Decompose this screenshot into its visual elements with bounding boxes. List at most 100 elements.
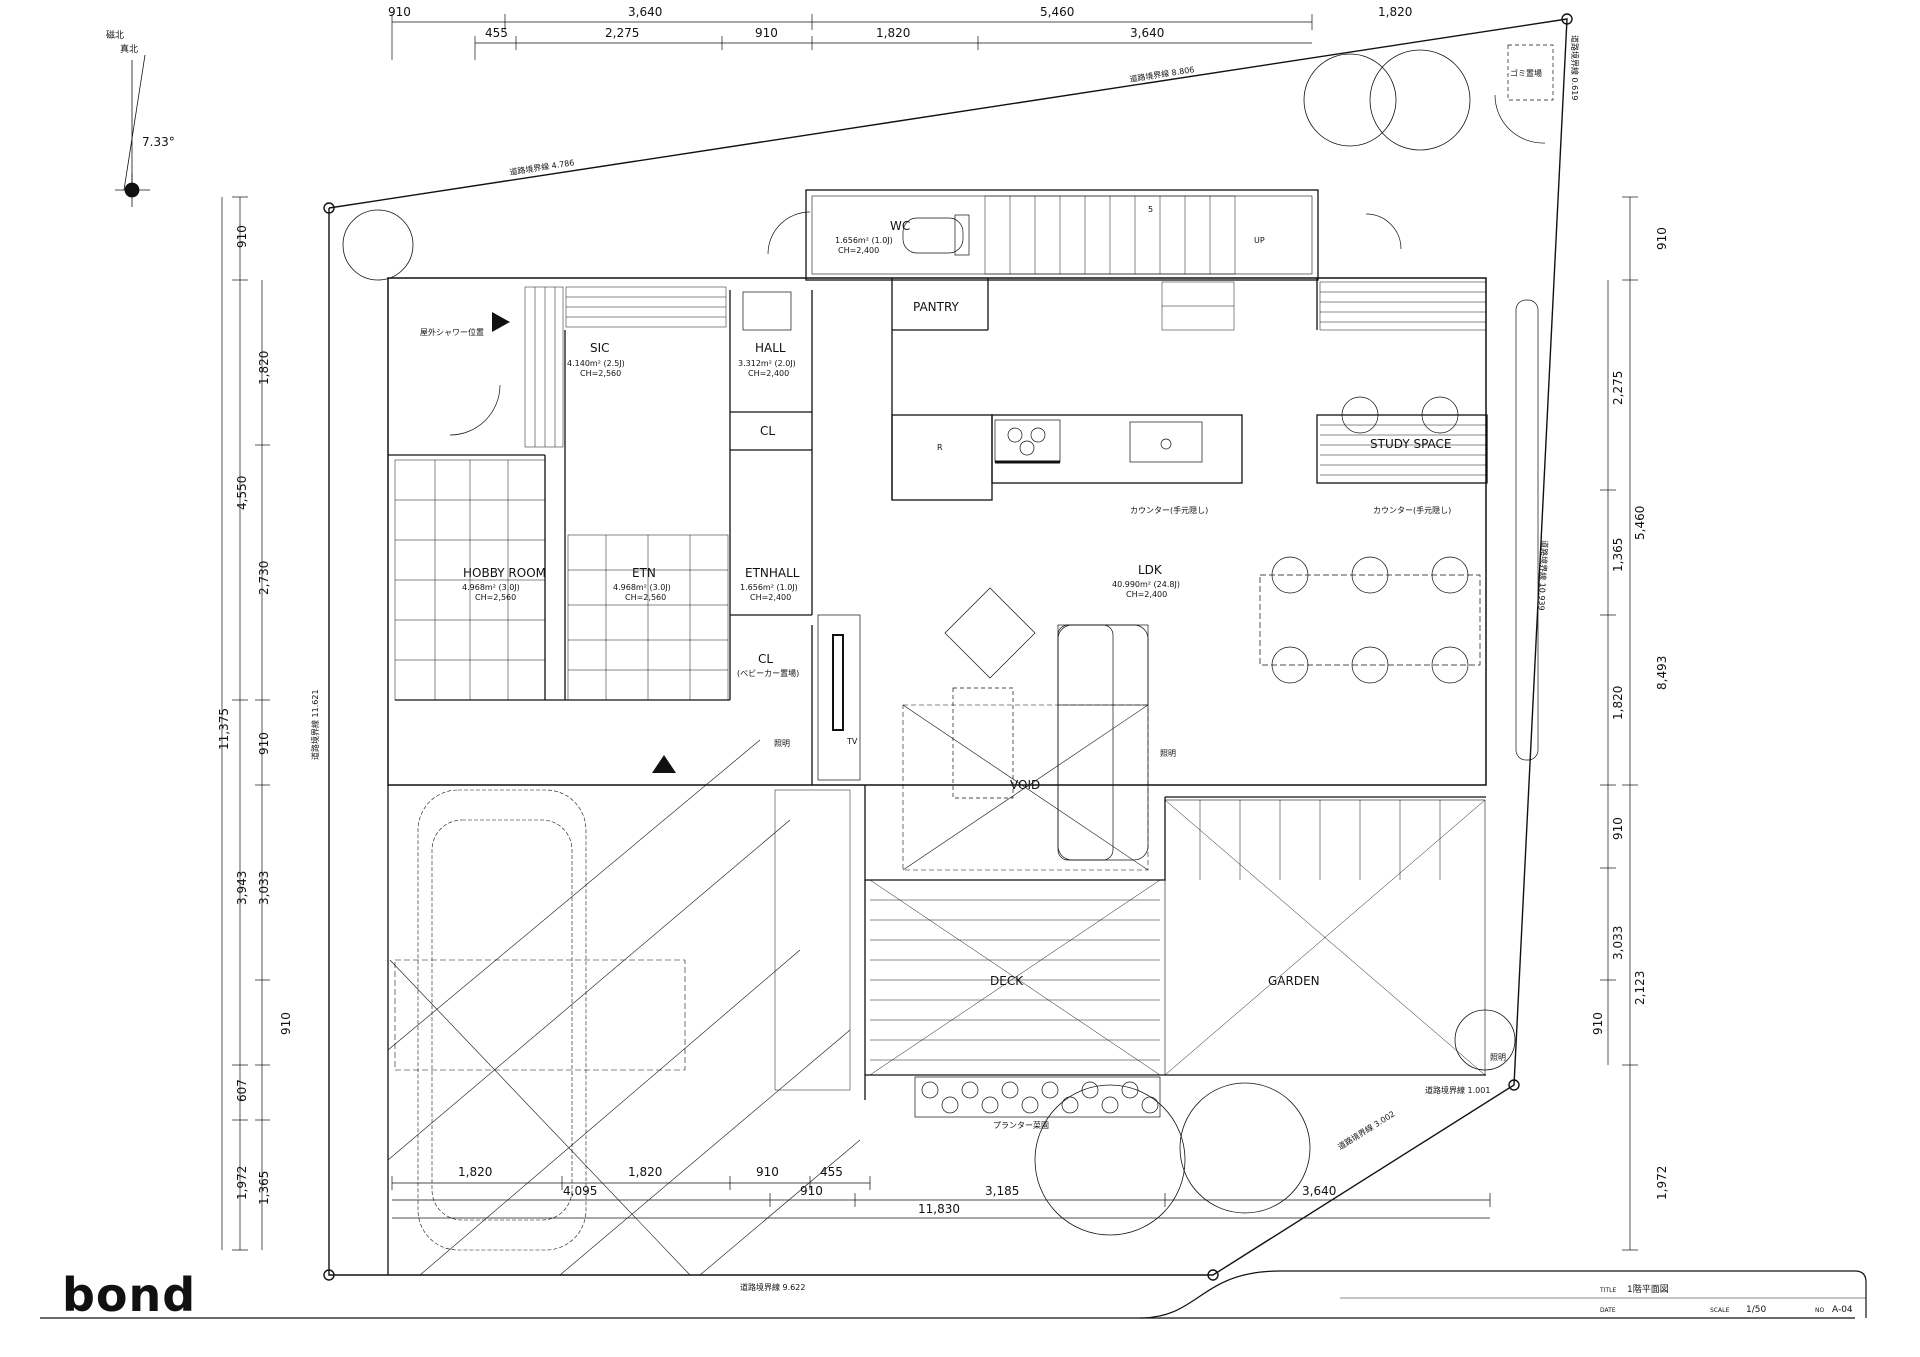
room-garden-name: GARDEN bbox=[1268, 974, 1320, 988]
boundary-corner: 道路境界線 1.001 bbox=[1425, 1085, 1490, 1095]
room-wc-name: WC bbox=[890, 219, 910, 233]
room-etnhall-area: 1.656m² (1.0J) bbox=[740, 583, 798, 592]
scale-label: SCALE bbox=[1710, 1307, 1729, 1314]
note-counter-kitchen: カウンター(手元隠し) bbox=[1130, 505, 1208, 515]
furniture bbox=[742, 44, 1554, 1118]
note-light-2: 照明 bbox=[1160, 749, 1176, 758]
dim-bottom-2-1: 4,095 bbox=[563, 1184, 597, 1198]
room-etnhall-ch: CH=2,400 bbox=[750, 593, 791, 602]
dim-bottom-1-4: 455 bbox=[820, 1165, 843, 1179]
room-hobby-ch: CH=2,560 bbox=[475, 593, 516, 602]
dim-right-outer-1: 910 bbox=[1655, 227, 1669, 250]
dim-top-inner-5: 3,640 bbox=[1130, 26, 1164, 40]
stair-treads bbox=[394, 195, 1487, 701]
garage bbox=[387, 739, 861, 1276]
room-wc-ch: CH=2,400 bbox=[838, 246, 879, 255]
room-void-name: VOID bbox=[1010, 778, 1040, 792]
room-etn-area: 4.968m² (3.0J) bbox=[613, 583, 671, 592]
room-hall-ch: CH=2,400 bbox=[748, 369, 789, 378]
room-cl2-name: CL bbox=[758, 652, 773, 666]
room-cl2-note: (ベビーカー置場) bbox=[737, 668, 799, 678]
room-hobby-area: 4.968m² (3.0J) bbox=[462, 583, 520, 592]
dim-top-inner-4: 1,820 bbox=[876, 26, 910, 40]
dim-top-outer-1: 910 bbox=[388, 5, 411, 19]
date-label: DATE bbox=[1600, 1307, 1616, 1314]
room-ldk-area: 40.990m² (24.8J) bbox=[1112, 580, 1180, 589]
note-light-3: 照明 bbox=[1490, 1053, 1506, 1062]
north-angle: 7.33° bbox=[142, 135, 175, 149]
dim-left-total: 11,375 bbox=[217, 708, 231, 750]
note-refrigerator: R bbox=[937, 443, 943, 452]
shower-icon bbox=[492, 312, 510, 332]
entrance-arrow-icon bbox=[652, 755, 676, 773]
dim-right-inner-7: 910 bbox=[1591, 1012, 1605, 1035]
room-cl1-name: CL bbox=[760, 424, 775, 438]
drawing-number: A-04 bbox=[1832, 1305, 1853, 1315]
car-outline bbox=[417, 789, 587, 1251]
room-study-name: STUDY SPACE bbox=[1370, 437, 1452, 451]
room-etnhall-name: ETNHALL bbox=[745, 566, 800, 580]
dim-left-inner-1: 1,820 bbox=[257, 351, 271, 385]
dim-top-outer-2: 3,640 bbox=[628, 5, 662, 19]
dim-left-inner-2: 2,730 bbox=[257, 561, 271, 595]
room-pantry-name: PANTRY bbox=[913, 300, 960, 314]
note-counter-study: カウンター(手元隠し) bbox=[1373, 505, 1451, 515]
dim-top-inner-1: 455 bbox=[485, 26, 508, 40]
room-sic-name: SIC bbox=[590, 341, 610, 355]
boundary-south: 道路境界線 9.622 bbox=[740, 1282, 805, 1292]
north-arrow-icon bbox=[115, 54, 150, 207]
dim-left-inner-3: 910 bbox=[257, 732, 271, 755]
dim-bottom-2-4: 3,640 bbox=[1302, 1184, 1336, 1198]
title-block bbox=[40, 1270, 1867, 1319]
dimension-lines bbox=[221, 14, 1638, 1251]
dim-right-inner-2: 1,365 bbox=[1611, 538, 1625, 572]
note-planter: プランター菜園 bbox=[993, 1120, 1049, 1130]
title-label: TITLE bbox=[1599, 1287, 1616, 1294]
room-ldk-ch: CH=2,400 bbox=[1126, 590, 1167, 599]
dim-right-inner-4: 910 bbox=[1611, 817, 1625, 840]
note-tv: TV bbox=[846, 737, 858, 746]
dim-left-inner-4: 3,033 bbox=[257, 871, 271, 905]
dim-right-outer-4: 1,972 bbox=[1655, 1166, 1669, 1200]
brand-logo: bond bbox=[62, 1268, 197, 1322]
note-up: UP bbox=[1254, 236, 1265, 245]
dim-left-inner-5: 910 bbox=[279, 1012, 293, 1035]
dim-bottom-2-3: 3,185 bbox=[985, 1184, 1019, 1198]
dim-bottom-1-2: 1,820 bbox=[628, 1165, 662, 1179]
dim-right-inner-6: 2,123 bbox=[1633, 971, 1647, 1005]
dim-right-inner-3: 1,820 bbox=[1611, 686, 1625, 720]
dim-bottom-1-3: 910 bbox=[756, 1165, 779, 1179]
dim-top-outer-4: 1,820 bbox=[1378, 5, 1412, 19]
room-wc-area: 1.656m² (1.0J) bbox=[835, 236, 893, 245]
dim-left-outer-5: 1,972 bbox=[235, 1166, 249, 1200]
deck-boards bbox=[869, 799, 1486, 1076]
room-etn-name: ETN bbox=[632, 566, 656, 580]
note-shower: 屋外シャワー位置 bbox=[420, 327, 484, 337]
room-sic-ch: CH=2,560 bbox=[580, 369, 621, 378]
room-etn-ch: CH=2,560 bbox=[625, 593, 666, 602]
dim-bottom-1-1: 1,820 bbox=[458, 1165, 492, 1179]
boundary-east: 道路境界線 10.939 bbox=[1537, 540, 1550, 611]
boundary-east-top: 道路境界線 0.619 bbox=[1570, 35, 1580, 100]
site-boundary bbox=[323, 13, 1573, 1281]
dim-right-outer-3: 8,493 bbox=[1655, 656, 1669, 690]
boundary-west: 道路境界線 11.621 bbox=[310, 689, 320, 760]
no-label: NO bbox=[1815, 1307, 1824, 1314]
dim-left-outer-4: 607 bbox=[235, 1079, 249, 1102]
trees bbox=[342, 49, 1516, 1236]
dim-right-inner-1: 2,275 bbox=[1611, 371, 1625, 405]
room-hobby-name: HOBBY ROOM bbox=[463, 566, 546, 580]
dim-left-inner-6: 1,365 bbox=[257, 1171, 271, 1205]
void bbox=[902, 704, 1149, 871]
north-true-label: 真北 bbox=[120, 43, 138, 55]
drawing-title: 1階平面図 bbox=[1627, 1284, 1669, 1295]
room-ldk-name: LDK bbox=[1138, 563, 1163, 577]
drawing-scale: 1/50 bbox=[1746, 1305, 1766, 1315]
dim-top-outer-3: 5,460 bbox=[1040, 5, 1074, 19]
dim-top-inner-2: 2,275 bbox=[605, 26, 639, 40]
north-magnetic-label: 磁北 bbox=[106, 29, 124, 41]
boundary-south-east: 道路境界線 3.002 bbox=[1336, 1109, 1397, 1152]
building-walls bbox=[387, 189, 1488, 1275]
dim-right-outer-2: 5,460 bbox=[1633, 506, 1647, 540]
